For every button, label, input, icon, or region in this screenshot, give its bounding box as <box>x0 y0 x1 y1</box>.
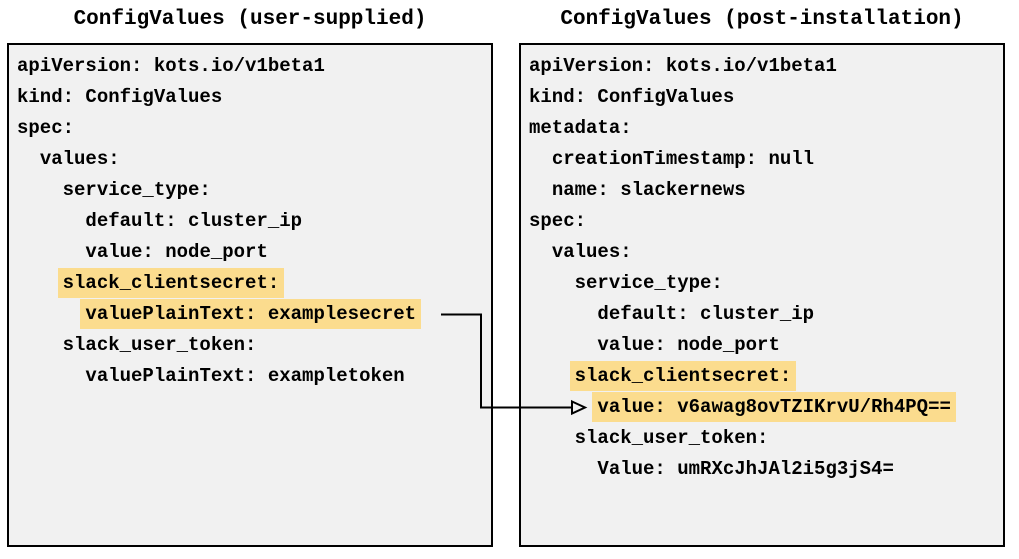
code-line: values: <box>529 237 997 268</box>
code-line: apiVersion: kots.io/v1beta1 <box>17 51 485 82</box>
code-line: value: v6awag8ovTZIKrvU/Rh4PQ== <box>529 392 997 423</box>
code-line: value: node_port <box>529 330 997 361</box>
code-line: spec: <box>17 113 485 144</box>
code-line: metadata: <box>529 113 997 144</box>
code-text: metadata: <box>529 117 632 139</box>
code-text: apiVersion: kots.io/v1beta1 <box>17 55 325 77</box>
code-line: kind: ConfigValues <box>529 82 997 113</box>
indent-spaces <box>529 303 597 325</box>
code-line: slack_user_token: <box>17 330 485 361</box>
code-text: spec: <box>17 117 75 139</box>
highlighted-code-text: slack_clientsecret: <box>57 268 285 298</box>
indent-spaces <box>529 241 552 263</box>
indent-spaces <box>529 148 552 170</box>
post-installation-yaml-code: apiVersion: kots.io/v1beta1 kind: ConfigV… <box>529 51 997 485</box>
highlighted-code-text: slack_clientsecret: <box>569 361 797 391</box>
code-text: spec: <box>529 210 587 232</box>
post-installation-config-panel: apiVersion: kots.io/v1beta1 kind: ConfigV… <box>519 43 1005 547</box>
code-line: name: slackernews <box>529 175 997 206</box>
code-text: value: node_port <box>85 241 268 263</box>
indent-spaces <box>17 241 85 263</box>
highlighted-code-text: valuePlainText: examplesecret <box>80 299 422 329</box>
code-line: kind: ConfigValues <box>17 82 485 113</box>
indent-spaces <box>17 148 40 170</box>
code-line: service_type: <box>17 175 485 206</box>
code-line: Value: umRXcJhJAl2i5g3jS4= <box>529 454 997 485</box>
code-line: service_type: <box>529 268 997 299</box>
code-text: slack_user_token: <box>62 334 257 356</box>
indent-spaces <box>529 396 597 418</box>
indent-spaces <box>529 458 597 480</box>
code-text: kind: ConfigValues <box>529 86 735 108</box>
indent-spaces <box>529 179 552 201</box>
code-text: values: <box>39 148 120 170</box>
code-text: value: node_port <box>597 334 780 356</box>
indent-spaces <box>17 303 85 325</box>
indent-spaces <box>529 272 575 294</box>
code-text: name: slackernews <box>551 179 746 201</box>
code-line: default: cluster_ip <box>529 299 997 330</box>
code-text: default: cluster_ip <box>85 210 303 232</box>
highlighted-code-text: value: v6awag8ovTZIKrvU/Rh4PQ== <box>592 392 956 422</box>
code-line: values: <box>17 144 485 175</box>
indent-spaces <box>17 272 63 294</box>
code-line: slack_user_token: <box>529 423 997 454</box>
indent-spaces <box>17 179 63 201</box>
code-line: slack_clientsecret: <box>529 361 997 392</box>
code-text: Value: umRXcJhJAl2i5g3jS4= <box>597 458 894 480</box>
code-text: slack_user_token: <box>574 427 769 449</box>
code-text: service_type: <box>62 179 211 201</box>
code-text: service_type: <box>574 272 723 294</box>
code-line: value: node_port <box>17 237 485 268</box>
indent-spaces <box>17 365 85 387</box>
code-text: creationTimestamp: null <box>551 148 815 170</box>
indent-spaces <box>529 427 575 449</box>
code-text: values: <box>551 241 632 263</box>
code-line: default: cluster_ip <box>17 206 485 237</box>
code-text: kind: ConfigValues <box>17 86 223 108</box>
indent-spaces <box>17 334 63 356</box>
indent-spaces <box>529 334 597 356</box>
code-line: valuePlainText: examplesecret <box>17 299 485 330</box>
user-supplied-yaml-code: apiVersion: kots.io/v1beta1 kind: ConfigV… <box>17 51 485 392</box>
right-panel-title: ConfigValues (post-installation) <box>560 8 964 31</box>
code-line: apiVersion: kots.io/v1beta1 <box>529 51 997 82</box>
left-panel-title: ConfigValues (user-supplied) <box>73 8 427 31</box>
code-line: valuePlainText: exampletoken <box>17 361 485 392</box>
code-line: spec: <box>529 206 997 237</box>
indent-spaces <box>17 210 85 232</box>
code-text: valuePlainText: exampletoken <box>85 365 405 387</box>
code-line: slack_clientsecret: <box>17 268 485 299</box>
user-supplied-config-panel: apiVersion: kots.io/v1beta1 kind: ConfigV… <box>7 43 493 547</box>
indent-spaces <box>529 365 575 387</box>
code-text: default: cluster_ip <box>597 303 815 325</box>
code-line: creationTimestamp: null <box>529 144 997 175</box>
code-text: apiVersion: kots.io/v1beta1 <box>529 55 837 77</box>
